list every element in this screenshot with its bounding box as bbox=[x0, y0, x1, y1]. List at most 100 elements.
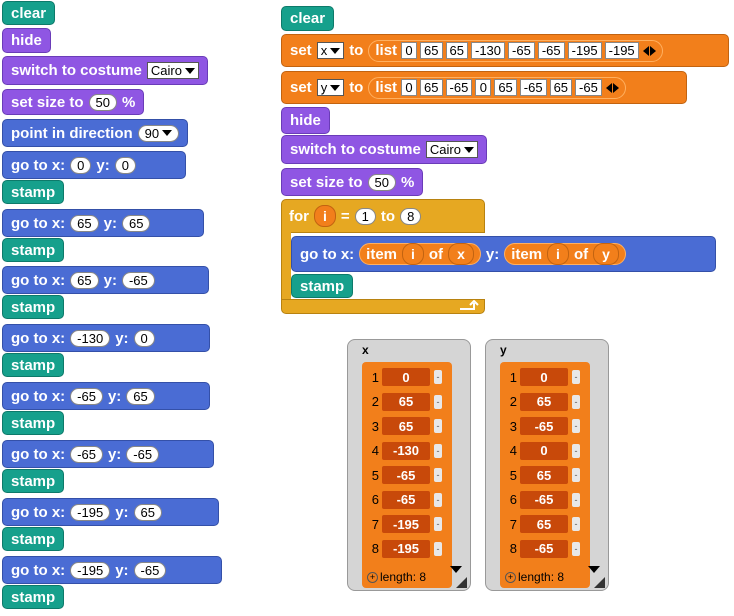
switch-costume-block[interactable]: switch to costume Cairo bbox=[2, 56, 208, 85]
var-y[interactable]: y bbox=[593, 243, 619, 265]
list-item-input[interactable]: -195 bbox=[604, 42, 639, 59]
resize-handle-icon[interactable] bbox=[456, 577, 467, 588]
x-input[interactable]: -65 bbox=[70, 445, 103, 463]
x-input[interactable]: 65 bbox=[70, 271, 99, 289]
watcher-cell[interactable]: -195 bbox=[382, 539, 430, 558]
set-size-block[interactable]: set size to 50 % bbox=[281, 168, 424, 196]
x-input[interactable]: -195 bbox=[70, 503, 111, 521]
hide-block[interactable]: hide bbox=[281, 107, 330, 134]
scroll-down-icon[interactable] bbox=[588, 566, 600, 573]
plus-icon[interactable]: + bbox=[367, 571, 378, 583]
list-item-input[interactable]: -65 bbox=[519, 79, 547, 96]
costume-dropdown[interactable]: Cairo bbox=[425, 141, 478, 158]
watcher-cell[interactable]: -130 bbox=[382, 441, 430, 460]
y-input[interactable]: -65 bbox=[121, 271, 155, 289]
stamp-block[interactable]: stamp bbox=[2, 295, 65, 319]
x-input[interactable]: -65 bbox=[70, 387, 103, 405]
watcher-cell[interactable]: -65 bbox=[382, 466, 430, 484]
list-item-input[interactable]: 65 bbox=[445, 42, 468, 59]
scroll-handle-icon[interactable]: - bbox=[434, 517, 442, 531]
list-item-input[interactable]: -65 bbox=[575, 79, 602, 96]
for-from-input[interactable]: 1 bbox=[354, 207, 376, 225]
item-reporter-y[interactable]: item i of y bbox=[504, 243, 626, 265]
plus-icon[interactable]: + bbox=[505, 571, 516, 583]
goto-item-block[interactable]: go to x: item i of x y: item i of y bbox=[291, 236, 716, 272]
stamp-block[interactable]: stamp bbox=[2, 469, 65, 493]
point-direction-block[interactable]: point in direction 90 bbox=[2, 119, 189, 147]
hide-block[interactable]: hide bbox=[2, 28, 51, 53]
switch-costume-block[interactable]: switch to costume Cairo bbox=[281, 135, 487, 164]
scroll-handle-icon[interactable]: - bbox=[572, 517, 580, 531]
item-reporter-x[interactable]: item i of x bbox=[359, 243, 481, 265]
x-input[interactable]: -130 bbox=[70, 329, 111, 347]
watcher-cell[interactable]: -65 bbox=[382, 490, 430, 509]
list-arrows-icon[interactable] bbox=[642, 45, 656, 56]
direction-input[interactable]: 90 bbox=[137, 124, 180, 142]
scroll-handle-icon[interactable]: - bbox=[572, 541, 580, 556]
list-item-input[interactable]: 0 bbox=[401, 42, 418, 59]
y-input[interactable]: 65 bbox=[121, 214, 151, 232]
watcher-cell[interactable]: -195 bbox=[382, 515, 430, 533]
list-item-input[interactable]: 65 bbox=[420, 79, 443, 96]
watcher-cell[interactable]: 65 bbox=[382, 417, 430, 435]
watcher-cell[interactable]: 65 bbox=[520, 515, 568, 533]
var-i[interactable]: i bbox=[402, 243, 424, 265]
list-item-input[interactable]: -65 bbox=[508, 42, 535, 59]
watcher-cell[interactable]: 0 bbox=[382, 368, 430, 386]
y-input[interactable]: -65 bbox=[126, 445, 160, 463]
stamp-block[interactable]: stamp bbox=[291, 274, 354, 298]
scroll-handle-icon[interactable]: - bbox=[434, 370, 442, 384]
y-input[interactable]: 65 bbox=[126, 387, 155, 405]
stamp-block[interactable]: stamp bbox=[2, 527, 65, 551]
scroll-handle-icon[interactable]: - bbox=[572, 468, 580, 482]
scroll-handle-icon[interactable]: - bbox=[434, 541, 442, 556]
costume-dropdown[interactable]: Cairo bbox=[146, 62, 199, 79]
loop-var-i[interactable]: i bbox=[314, 205, 336, 227]
list-item-input[interactable]: 0 bbox=[475, 79, 492, 96]
list-item-input[interactable]: -65 bbox=[445, 79, 473, 96]
x-input[interactable]: -195 bbox=[70, 561, 111, 579]
stamp-block[interactable]: stamp bbox=[2, 180, 65, 204]
scroll-handle-icon[interactable]: - bbox=[434, 492, 442, 507]
x-input[interactable]: 65 bbox=[70, 214, 99, 232]
set-size-block[interactable]: set size to 50 % bbox=[2, 89, 145, 115]
stamp-block[interactable]: stamp bbox=[2, 411, 65, 435]
clear-block[interactable]: clear bbox=[281, 6, 335, 31]
watcher-cell[interactable]: 65 bbox=[520, 466, 568, 484]
watcher-cell[interactable]: 65 bbox=[520, 392, 568, 411]
scroll-handle-icon[interactable]: - bbox=[572, 370, 580, 384]
scroll-handle-icon[interactable]: - bbox=[572, 443, 580, 458]
y-input[interactable]: 65 bbox=[133, 503, 162, 521]
watcher-cell[interactable]: 0 bbox=[520, 441, 568, 460]
size-input[interactable]: 50 bbox=[367, 173, 396, 191]
scroll-handle-icon[interactable]: - bbox=[434, 443, 442, 458]
list-item-input[interactable]: -65 bbox=[537, 42, 565, 59]
watcher-cell[interactable]: 65 bbox=[382, 392, 430, 411]
scroll-down-icon[interactable] bbox=[450, 566, 462, 573]
stamp-block[interactable]: stamp bbox=[2, 353, 65, 377]
list-item-input[interactable]: -130 bbox=[470, 42, 506, 59]
var-y-dropdown[interactable]: y bbox=[316, 79, 345, 96]
var-i[interactable]: i bbox=[547, 243, 569, 265]
size-input[interactable]: 50 bbox=[88, 93, 117, 111]
list-item-input[interactable]: 65 bbox=[549, 79, 573, 96]
list-arrows-icon[interactable] bbox=[605, 82, 619, 93]
y-input[interactable]: 0 bbox=[133, 329, 155, 347]
scroll-handle-icon[interactable]: - bbox=[572, 394, 580, 409]
stamp-block[interactable]: stamp bbox=[2, 585, 65, 609]
watcher-cell[interactable]: -65 bbox=[520, 539, 568, 558]
resize-handle-icon[interactable] bbox=[594, 577, 605, 588]
var-x[interactable]: x bbox=[448, 243, 474, 265]
